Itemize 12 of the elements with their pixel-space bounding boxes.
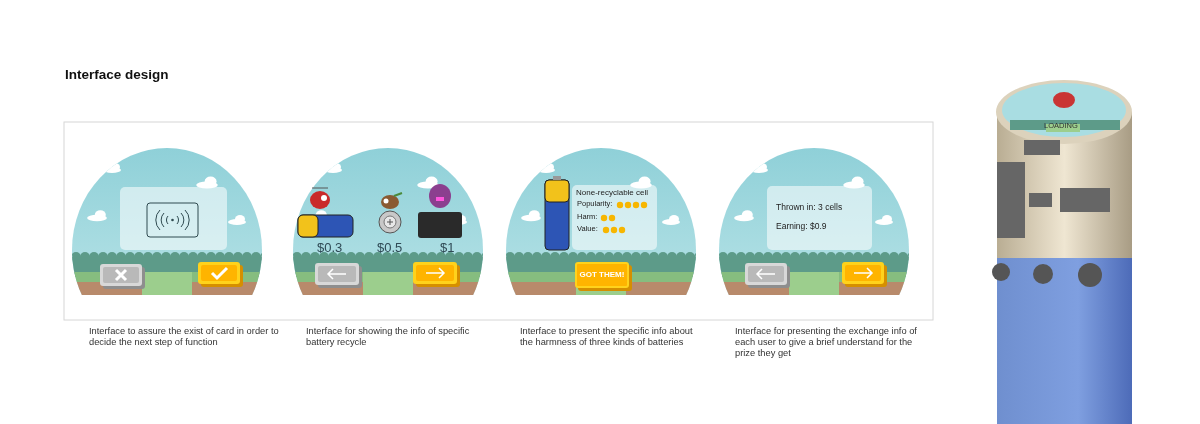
confirm-button: GOT THEM! [575,262,629,288]
card-heading: None-recyclable cell [576,188,649,198]
caption-text: Interface to assure the exist of card in order to decide the next step of function [89,326,279,349]
stat-text: Thrown in: 3 cells [776,203,843,213]
price-label: $1 [440,241,455,256]
page-title: Interface design [65,67,169,83]
price-label: $0.3 [317,241,343,256]
caption-text: Interface for showing the info of specific battery recycle [306,326,471,349]
caption-text: Interface to present the specific info about the harmness of three kinds of batteries [520,326,694,349]
caption-text: Interface for presenting the exchange info of each user to give a brief understand for the prize they get [735,326,918,360]
price-label: $0.5 [377,241,403,256]
stat-text: Earning: $0.9 [776,222,827,232]
